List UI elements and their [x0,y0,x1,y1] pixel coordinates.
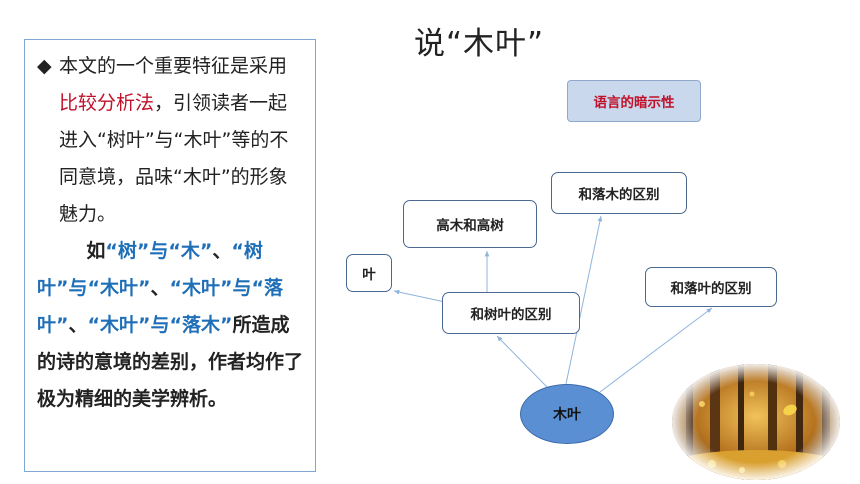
examples-lead: 如 [86,240,106,262]
separator: 、 [212,240,232,262]
separator: 、 [150,277,170,299]
examples-tail: 所造成的诗的意境的差别，作者均作了极为精细的美学辨析。 [37,314,304,410]
root-node-muye: 木叶 [520,384,614,444]
pair-shu-mu: “树”与“木” [105,240,213,262]
method-text-after: ，引领读者一起进入“树叶”与“木叶”等的不同意境，品味“木叶”的形象魅力。 [59,92,289,225]
pair-muye-luomu: “木叶”与“落木” [87,314,233,336]
node-shuye-difference: 和树叶的区别 [442,292,580,334]
tag-language-suggestiveness: 语言的暗示性 [567,80,701,122]
text-panel: ◆ 本文的一个重要特征是采用比较分析法，引领读者一起进入“树叶”与“木叶”等的不同… [24,39,316,472]
connector-shuye-ye [393,289,446,303]
pair-shuye-muye: “树叶”与“木叶” [37,240,263,299]
diamond-bullet-icon: ◆ [37,55,52,77]
autumn-forest-illustration [672,364,840,480]
paragraph-method: ◆ 本文的一个重要特征是采用比较分析法，引领读者一起进入“树叶”与“木叶”等的不同… [37,48,303,233]
separator: 、 [68,314,88,336]
connector-root-luoye [599,307,713,393]
node-ye: 叶 [346,254,392,292]
connector-root-shuye [496,335,549,389]
node-luomu-difference: 和落木的区别 [551,172,687,214]
connector-root-luomu [565,215,603,385]
method-text-before: 本文的一个重要特征是采用 [59,55,288,77]
autumn-forest-photo [672,364,840,480]
node-luoye-difference: 和落叶的区别 [645,267,777,307]
paragraph-examples: 如“树”与“木”、“树叶”与“木叶”、“木叶”与“落叶”、“木叶”与“落木”所造… [37,233,303,418]
page-title: 说“木叶” [414,26,545,62]
node-gaomu-gaoshu: 高木和高树 [403,200,537,248]
pair-muye-luoye: “木叶”与“落叶” [37,277,283,336]
method-highlight: 比较分析法 [59,92,155,114]
